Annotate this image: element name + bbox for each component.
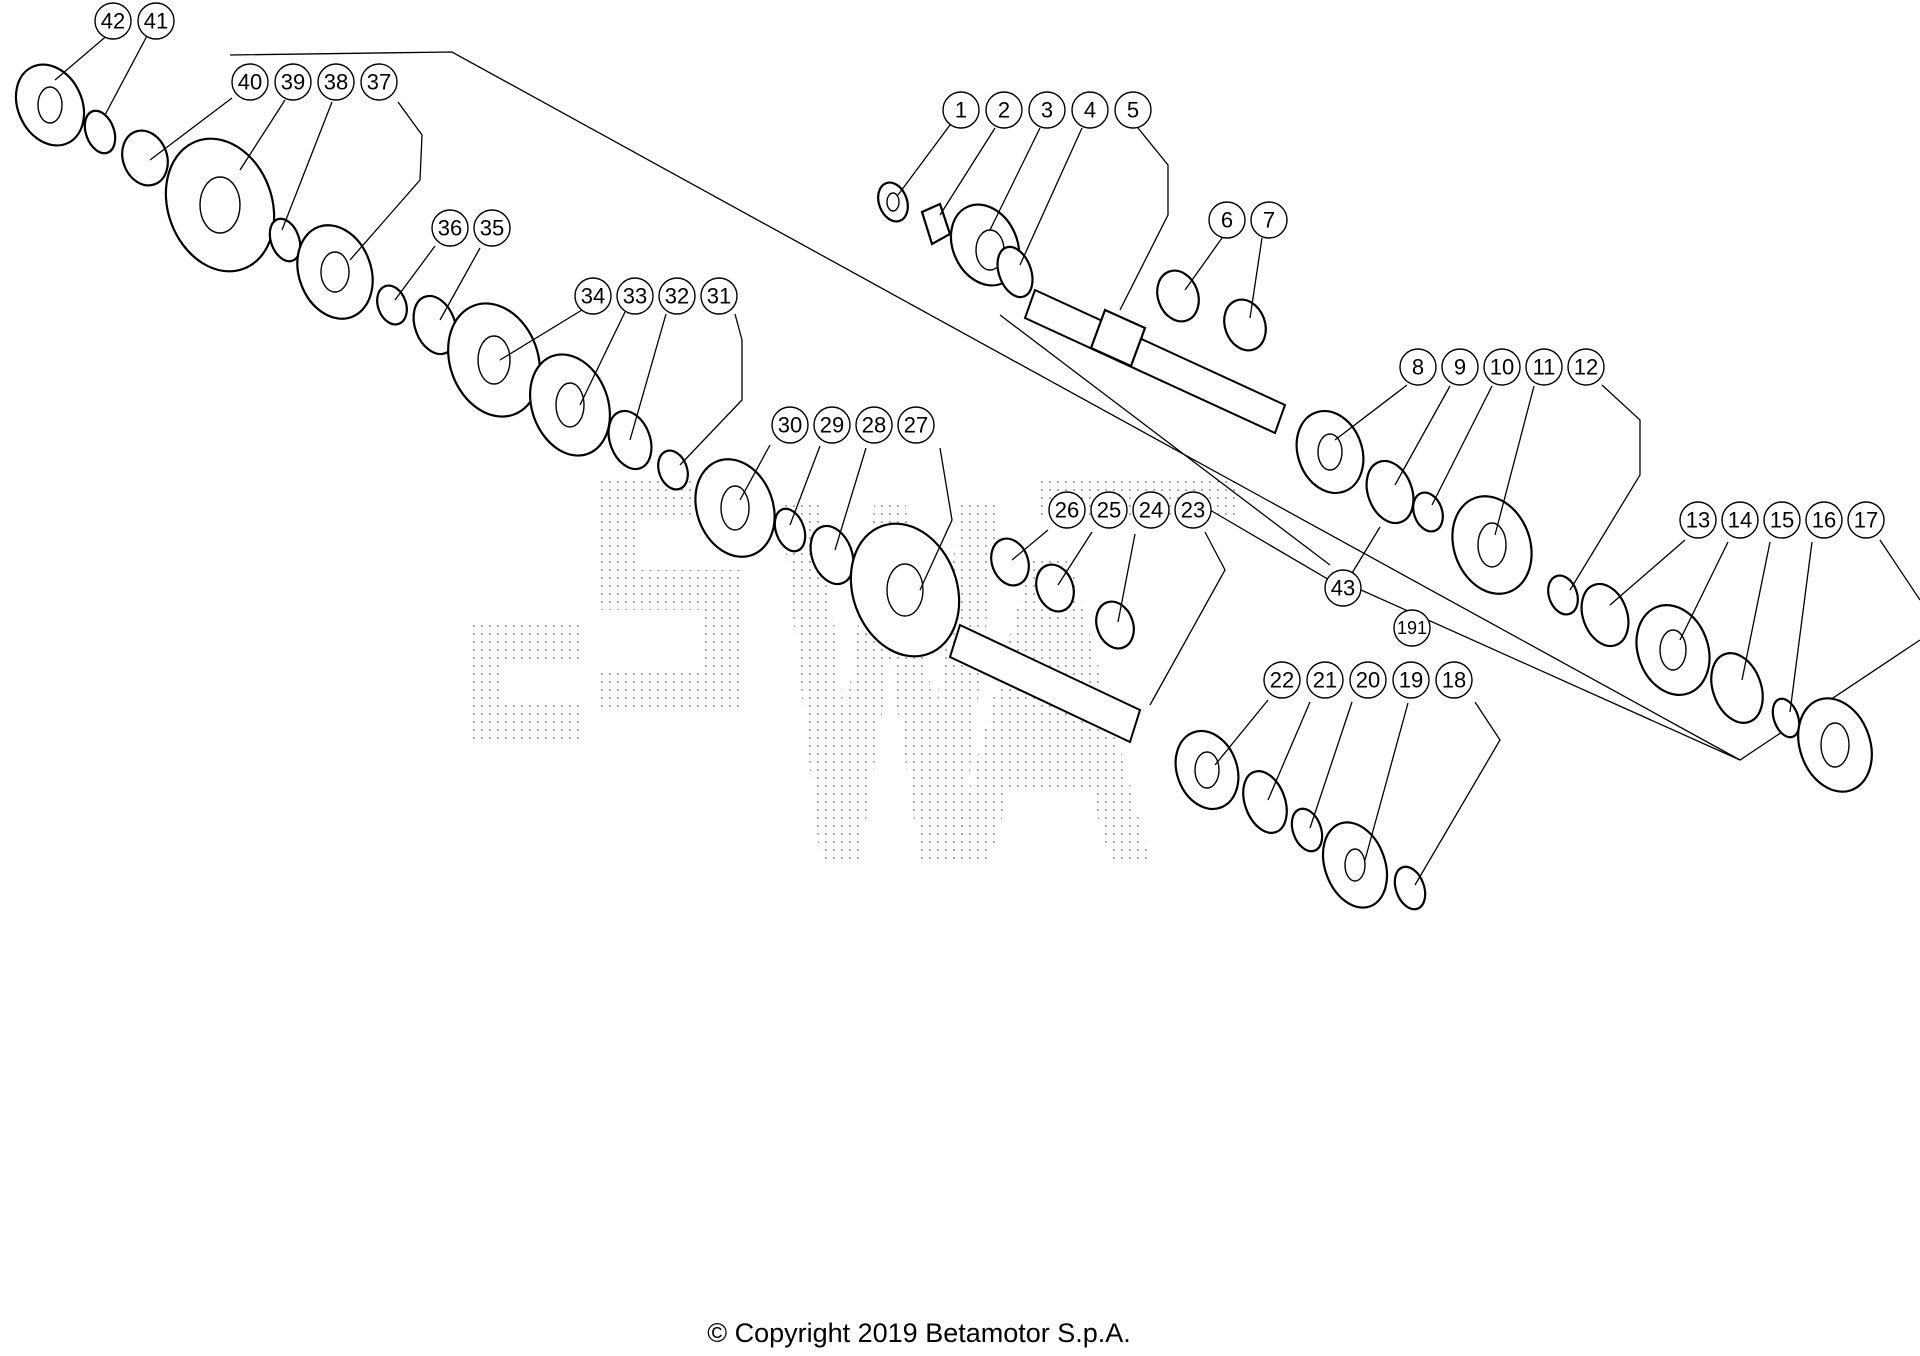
svg-text:30: 30	[778, 413, 802, 438]
callout-leaders	[54, 32, 1920, 886]
lower-shaft-assembly	[14, 63, 1427, 911]
callout-3[interactable]: 3	[1028, 91, 1066, 129]
callout-24[interactable]: 24	[1132, 491, 1170, 529]
callout-5[interactable]: 5	[1114, 91, 1152, 129]
svg-text:14: 14	[1728, 508, 1752, 533]
svg-text:2: 2	[998, 98, 1010, 123]
svg-text:41: 41	[144, 9, 168, 34]
callout-11[interactable]: 11	[1525, 348, 1563, 386]
svg-text:13: 13	[1686, 508, 1710, 533]
callout-28[interactable]: 28	[855, 406, 893, 444]
callout-38[interactable]: 38	[317, 63, 355, 101]
callout-42[interactable]: 42	[94, 2, 132, 40]
callout-20[interactable]: 20	[1349, 661, 1387, 699]
svg-text:15: 15	[1770, 508, 1794, 533]
svg-text:24: 24	[1139, 498, 1163, 523]
callout-21[interactable]: 21	[1306, 661, 1344, 699]
callouts: 42 41 40 39 38 37 36 35 34 33 32 31 30 2…	[94, 2, 1885, 699]
svg-text:40: 40	[238, 70, 262, 95]
callout-16[interactable]: 16	[1805, 501, 1843, 539]
svg-text:16: 16	[1812, 508, 1836, 533]
svg-text:36: 36	[438, 216, 462, 241]
svg-text:42: 42	[101, 9, 125, 34]
svg-text:27: 27	[904, 413, 928, 438]
svg-text:32: 32	[665, 284, 689, 309]
svg-text:22: 22	[1270, 668, 1294, 693]
svg-text:25: 25	[1097, 498, 1121, 523]
callout-37[interactable]: 37	[360, 63, 398, 101]
svg-text:28: 28	[862, 413, 886, 438]
svg-text:19: 19	[1399, 668, 1423, 693]
svg-text:9: 9	[1454, 355, 1466, 380]
svg-text:23: 23	[1181, 498, 1205, 523]
callout-23[interactable]: 23	[1174, 491, 1212, 529]
svg-text:43: 43	[1331, 576, 1355, 601]
callout-43[interactable]: 43	[1324, 569, 1362, 607]
svg-text:37: 37	[367, 70, 391, 95]
svg-text:11: 11	[1533, 355, 1556, 380]
svg-text:39: 39	[281, 70, 305, 95]
callout-41[interactable]: 41	[137, 2, 175, 40]
callout-35[interactable]: 35	[473, 209, 511, 247]
svg-text:10: 10	[1490, 355, 1514, 380]
callout-2[interactable]: 2	[985, 91, 1023, 129]
callout-12[interactable]: 12	[1567, 348, 1605, 386]
callout-31[interactable]: 31	[700, 277, 738, 315]
svg-text:20: 20	[1356, 668, 1380, 693]
svg-text:17: 17	[1854, 508, 1878, 533]
callout-7[interactable]: 7	[1250, 201, 1288, 239]
callout-19[interactable]: 19	[1392, 661, 1430, 699]
callout-6[interactable]: 6	[1208, 201, 1246, 239]
callout-26[interactable]: 26	[1048, 491, 1086, 529]
callout-9[interactable]: 9	[1441, 348, 1479, 386]
svg-text:35: 35	[480, 216, 504, 241]
callout-22[interactable]: 22	[1263, 661, 1301, 699]
callout-13[interactable]: 13	[1679, 501, 1717, 539]
callout-18[interactable]: 18	[1435, 661, 1473, 699]
svg-text:4: 4	[1084, 98, 1096, 123]
callout-40[interactable]: 40	[231, 63, 269, 101]
callout-30[interactable]: 30	[771, 406, 809, 444]
callout-32[interactable]: 32	[658, 277, 696, 315]
svg-text:33: 33	[623, 284, 647, 309]
svg-text:12: 12	[1574, 355, 1598, 380]
callout-39[interactable]: 39	[274, 63, 312, 101]
svg-text:38: 38	[324, 70, 348, 95]
callout-1[interactable]: 1	[942, 91, 980, 129]
callout-34[interactable]: 34	[574, 277, 612, 315]
svg-text:29: 29	[820, 413, 844, 438]
callout-191[interactable]: 191	[1393, 609, 1431, 647]
svg-text:34: 34	[581, 284, 605, 309]
callout-27[interactable]: 27	[897, 406, 935, 444]
upper-shaft-assembly	[877, 181, 1873, 793]
callout-14[interactable]: 14	[1721, 501, 1759, 539]
copyright-notice: © Copyright 2019 Betamotor S.p.A.	[707, 1318, 1131, 1348]
callout-36[interactable]: 36	[431, 209, 469, 247]
callout-33[interactable]: 33	[616, 277, 654, 315]
svg-text:18: 18	[1442, 668, 1466, 693]
svg-text:3: 3	[1041, 98, 1053, 123]
callout-29[interactable]: 29	[813, 406, 851, 444]
svg-text:1: 1	[955, 98, 967, 123]
callout-4[interactable]: 4	[1071, 91, 1109, 129]
callout-8[interactable]: 8	[1399, 348, 1437, 386]
svg-text:7: 7	[1263, 208, 1275, 233]
leader-lines	[229, 51, 1920, 761]
svg-text:8: 8	[1412, 355, 1424, 380]
callout-17[interactable]: 17	[1847, 501, 1885, 539]
callout-15[interactable]: 15	[1763, 501, 1801, 539]
callout-10[interactable]: 10	[1483, 348, 1521, 386]
svg-text:191: 191	[1397, 618, 1427, 638]
svg-text:31: 31	[707, 284, 731, 309]
callout-25[interactable]: 25	[1090, 491, 1128, 529]
svg-text:5: 5	[1127, 98, 1139, 123]
svg-text:6: 6	[1221, 208, 1233, 233]
svg-text:21: 21	[1313, 668, 1337, 693]
svg-text:26: 26	[1055, 498, 1079, 523]
watermark	[470, 480, 1240, 860]
